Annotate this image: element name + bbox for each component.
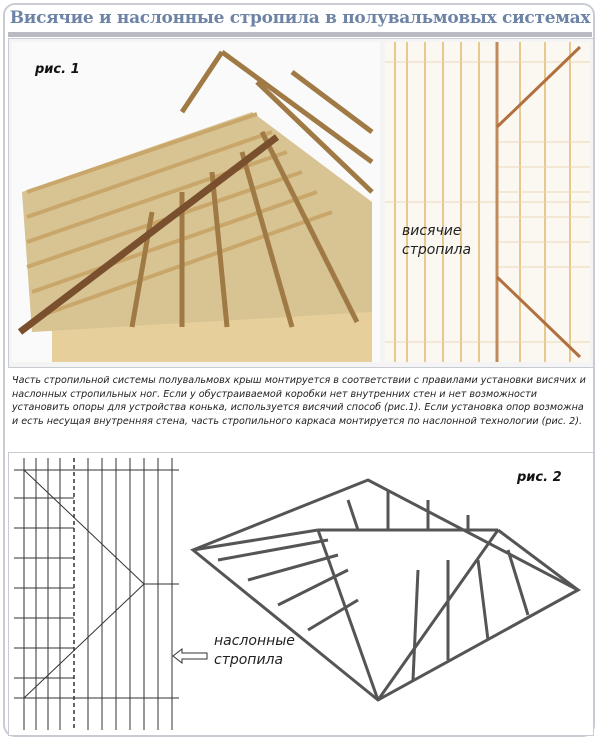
figure-1-plan-drawing: [385, 42, 590, 362]
caption-line: висячие: [402, 223, 462, 239]
title-divider: [8, 32, 592, 37]
figure-2-caption: наслонные стропила: [214, 632, 295, 670]
caption-line: наслонные: [214, 633, 295, 649]
caption-line: стропила: [214, 652, 284, 668]
figure-2-frame-illustration: [190, 478, 582, 702]
arrow-left-icon: [172, 648, 208, 664]
figure-1-roof-illustration: [12, 42, 380, 362]
figure-2-plan-drawing: [14, 458, 179, 730]
caption-line: стропила: [402, 242, 472, 258]
description-text: Часть стропильной системы полувальмовх к…: [12, 375, 586, 427]
figure-1-label: рис. 1: [35, 62, 80, 77]
outer-frame: [3, 3, 595, 737]
figure-2-label: рис. 2: [517, 470, 562, 485]
page-title: Висячие и наслонные стропила в полувальм…: [9, 8, 591, 28]
figure-1-caption: висячие стропила: [402, 222, 471, 260]
